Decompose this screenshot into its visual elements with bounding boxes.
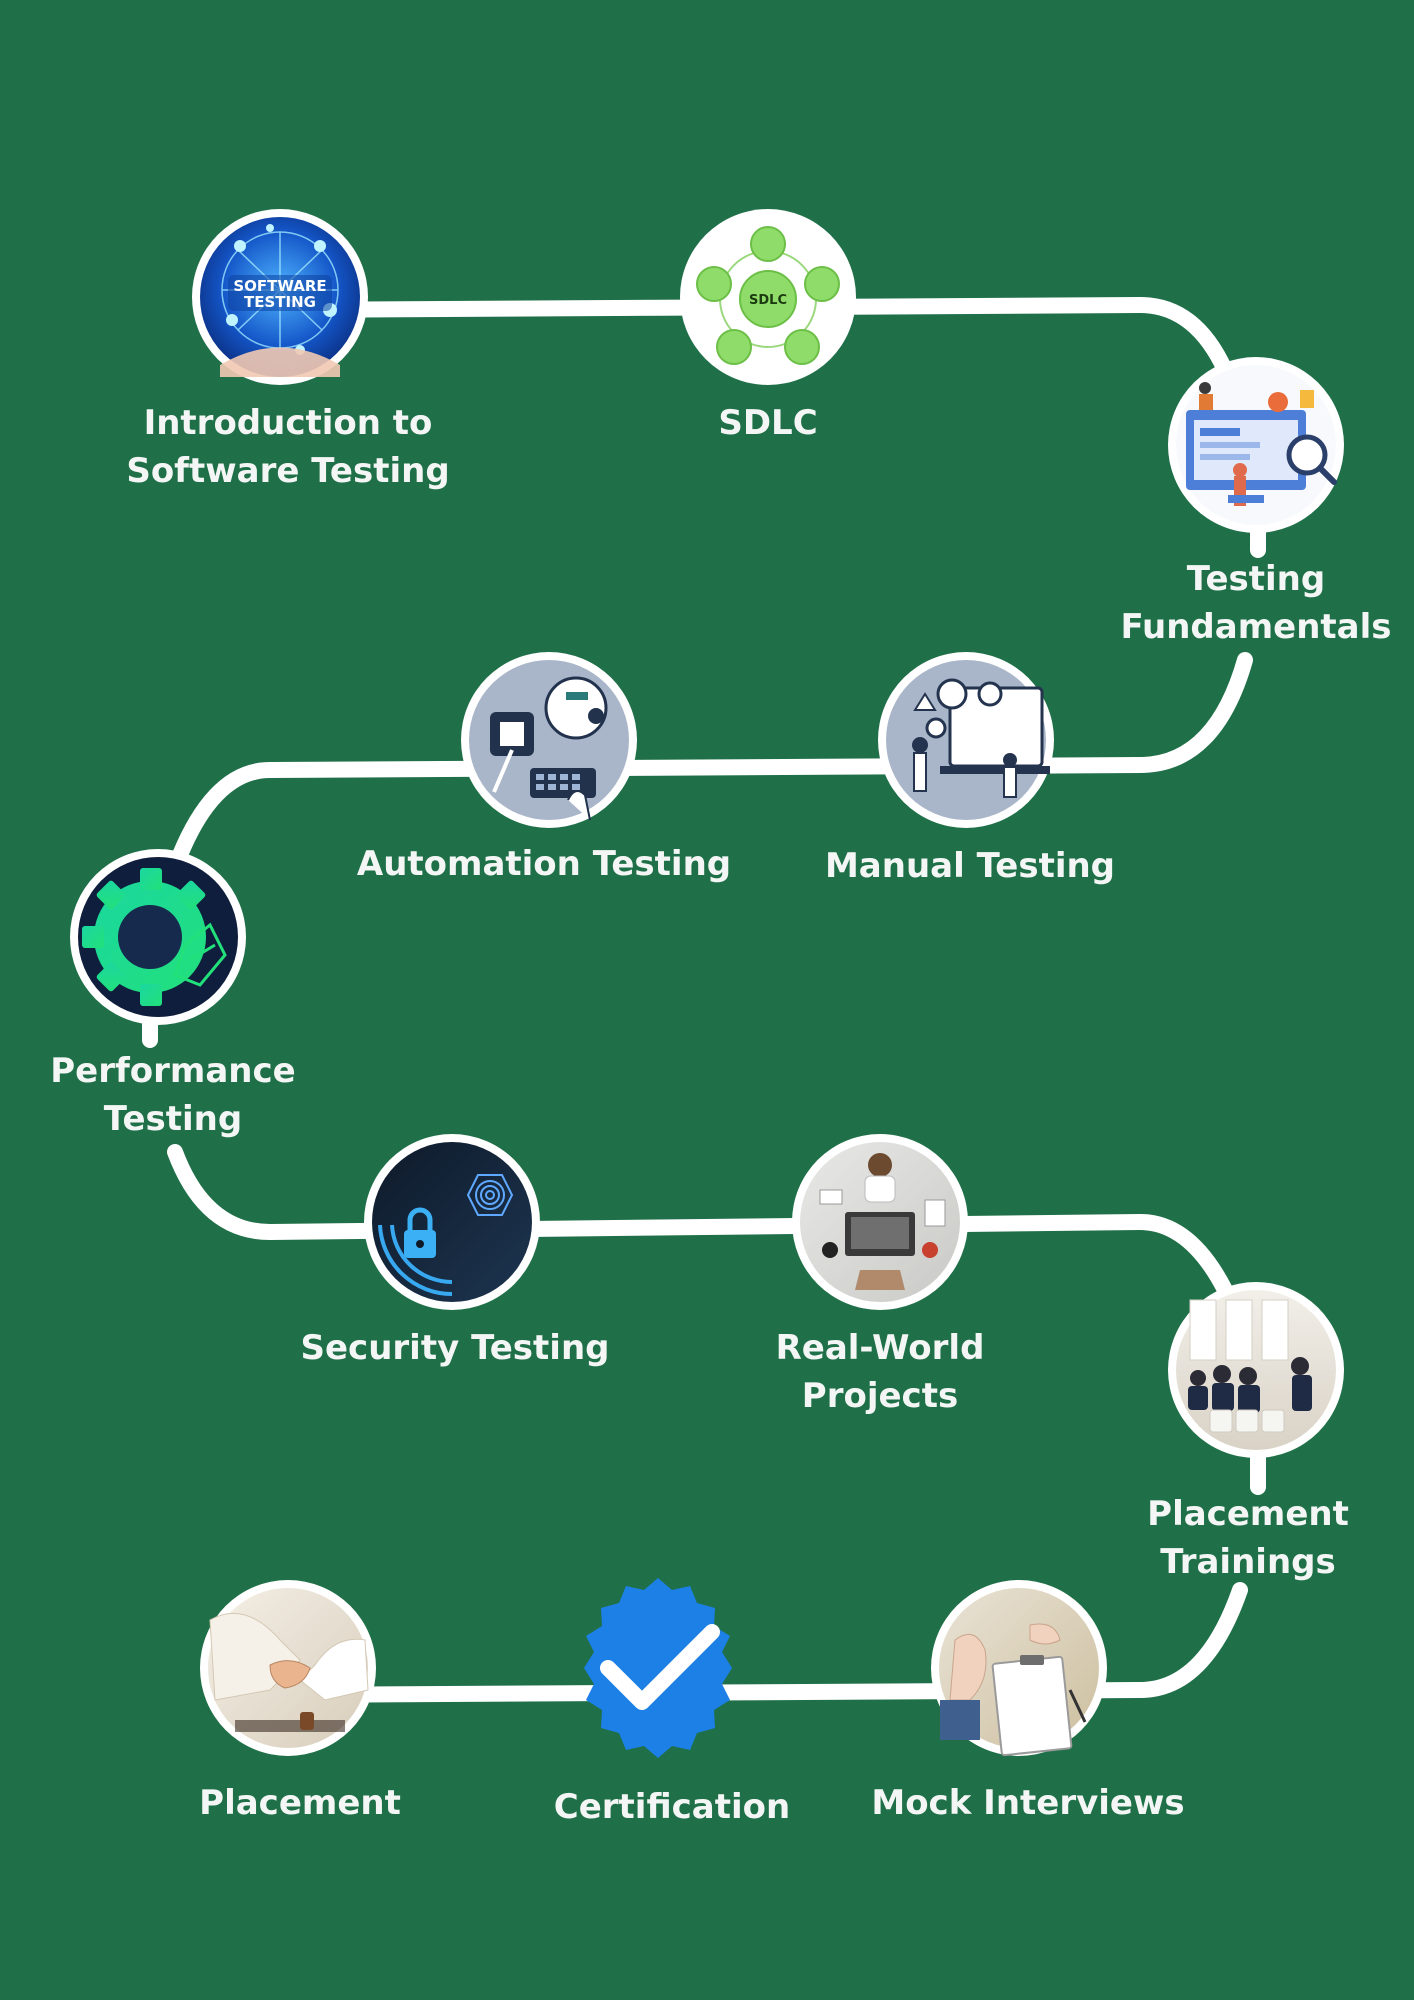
sdlc-image-text: SDLC	[749, 293, 787, 308]
roadmap-path	[142, 296, 1266, 1703]
label-security: Security Testing	[300, 1328, 610, 1368]
intro-image-text-line2: TESTING	[244, 293, 316, 311]
intro-node-icon: SOFTWARE TESTING	[192, 209, 368, 385]
label-automation: Automation Testing	[356, 844, 732, 884]
label-certification: Certification	[553, 1787, 791, 1827]
label-performance: Performance Testing	[50, 1051, 296, 1139]
label-manual: Manual Testing	[824, 846, 1116, 886]
label-fundamentals: Testing Fundamentals	[1120, 559, 1392, 647]
security-node-icon	[364, 1134, 540, 1310]
mock-node-icon	[931, 1580, 1107, 1757]
label-intro: Introduction to Software Testing	[126, 403, 450, 491]
automation-node-icon	[461, 652, 637, 828]
projects-node-icon	[792, 1134, 968, 1310]
label-sdlc: SDLC	[718, 403, 818, 443]
performance-node-icon	[70, 849, 246, 1025]
sdlc-node-icon: SDLC	[680, 209, 856, 385]
placement-node-icon	[200, 1580, 376, 1756]
certification-node-icon	[584, 1578, 732, 1758]
label-placement: Placement	[199, 1783, 401, 1823]
label-projects: Real-World Projects	[775, 1328, 985, 1416]
label-training: Placement Trainings	[1147, 1494, 1349, 1582]
training-node-icon	[1168, 1282, 1344, 1458]
fundamentals-node-icon	[1168, 357, 1344, 533]
manual-node-icon	[878, 652, 1054, 828]
intro-image-text-line1: SOFTWARE	[233, 277, 326, 295]
label-mock: Mock Interviews	[871, 1783, 1185, 1823]
